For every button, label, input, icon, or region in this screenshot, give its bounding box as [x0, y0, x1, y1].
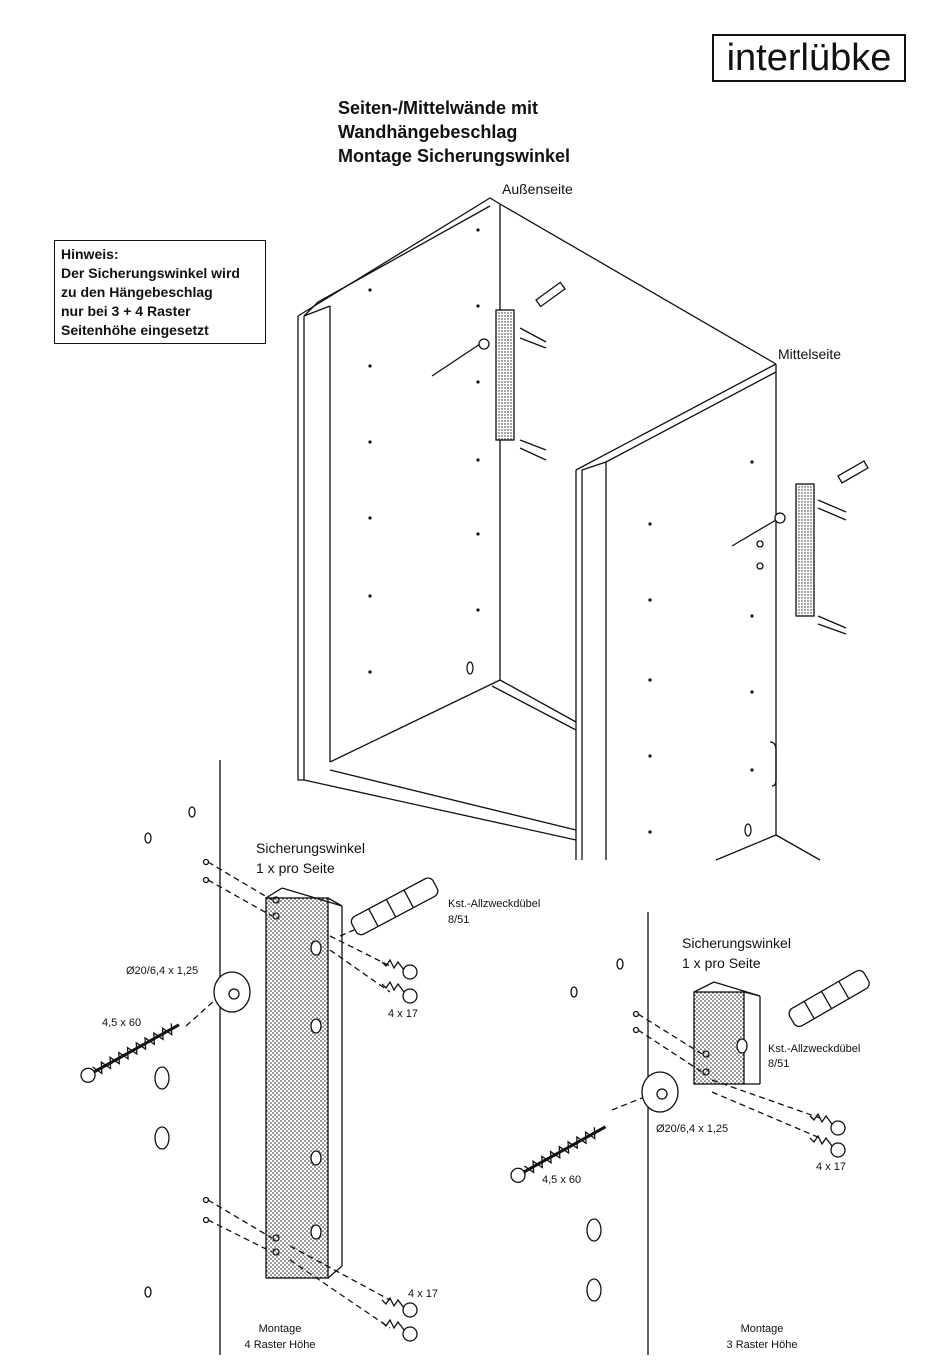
bracket-qty-label-3: 1 x pro Seite: [682, 955, 761, 971]
overview-bracket-outer: [431, 281, 566, 461]
washer-label-3: Ø20/6,4 x 1,25: [656, 1123, 729, 1135]
detail-4-raster: [80, 760, 439, 1355]
washer-label-4: Ø20/6,4 x 1,25: [126, 965, 199, 977]
bracket-qty-label-4: 1 x pro Seite: [256, 860, 335, 876]
caption-4-line-2: 4 Raster Höhe: [244, 1339, 316, 1351]
shelf-holes-overview: [368, 228, 754, 834]
brand-logo: interlübke: [712, 34, 906, 82]
hint-line-1: Hinweis:: [61, 246, 119, 262]
dowel-label-3: Kst.-Allzweckdübel: [768, 1043, 861, 1055]
hint-line-4: nur bei 3 + 4 Raster: [61, 303, 191, 319]
page-title: Seiten-/Mittelwände mit Wandhängebeschla…: [338, 96, 570, 168]
hint-line-3: zu den Hängebeschlag: [61, 284, 213, 300]
screws-top-4: [381, 958, 418, 1004]
hint-line-5: Seitenhöhe eingesetzt: [61, 322, 209, 338]
title-line-3: Montage Sicherungswinkel: [338, 146, 571, 166]
detail-3-raster: [510, 912, 870, 1355]
bracket-label-4: Sicherungswinkel: [256, 840, 365, 856]
screw-bottom-label-4: 4 x 17: [408, 1288, 438, 1300]
long-screw-label-4: 4,5 x 60: [102, 1017, 142, 1029]
long-screw-label-3: 4,5 x 60: [542, 1174, 582, 1186]
brand-logo-text: interlübke: [726, 37, 892, 79]
bracket-label-3: Sicherungswinkel: [682, 935, 791, 951]
caption-3-line-1: Montage: [740, 1323, 784, 1335]
title-line-1: Seiten-/Mittelwände mit: [338, 98, 539, 118]
caption-3-line-2: 3 Raster Höhe: [726, 1339, 798, 1351]
title-line-2: Wandhängebeschlag: [338, 122, 518, 142]
hint-line-2: Der Sicherungswinkel wird: [61, 265, 240, 281]
screws-3: [809, 1112, 846, 1158]
dowel-size-label-3: 8/51: [768, 1058, 790, 1070]
middle-side-label: Mittelseite: [778, 346, 842, 362]
dowel-size-label-4: 8/51: [448, 914, 470, 926]
screw-label-3: 4 x 17: [816, 1161, 846, 1173]
hint-box: Hinweis: Der Sicherungswinkel wird zu de…: [54, 240, 266, 344]
dowel-label-4: Kst.-Allzweckdübel: [448, 898, 541, 910]
overview-bracket-middle: [731, 460, 869, 635]
outer-side-label: Außenseite: [502, 181, 573, 197]
screws-bottom-4: [381, 1296, 418, 1342]
screw-top-label-4: 4 x 17: [388, 1008, 418, 1020]
cabinet-overview: [297, 197, 821, 861]
caption-4-line-1: Montage: [258, 1323, 302, 1335]
